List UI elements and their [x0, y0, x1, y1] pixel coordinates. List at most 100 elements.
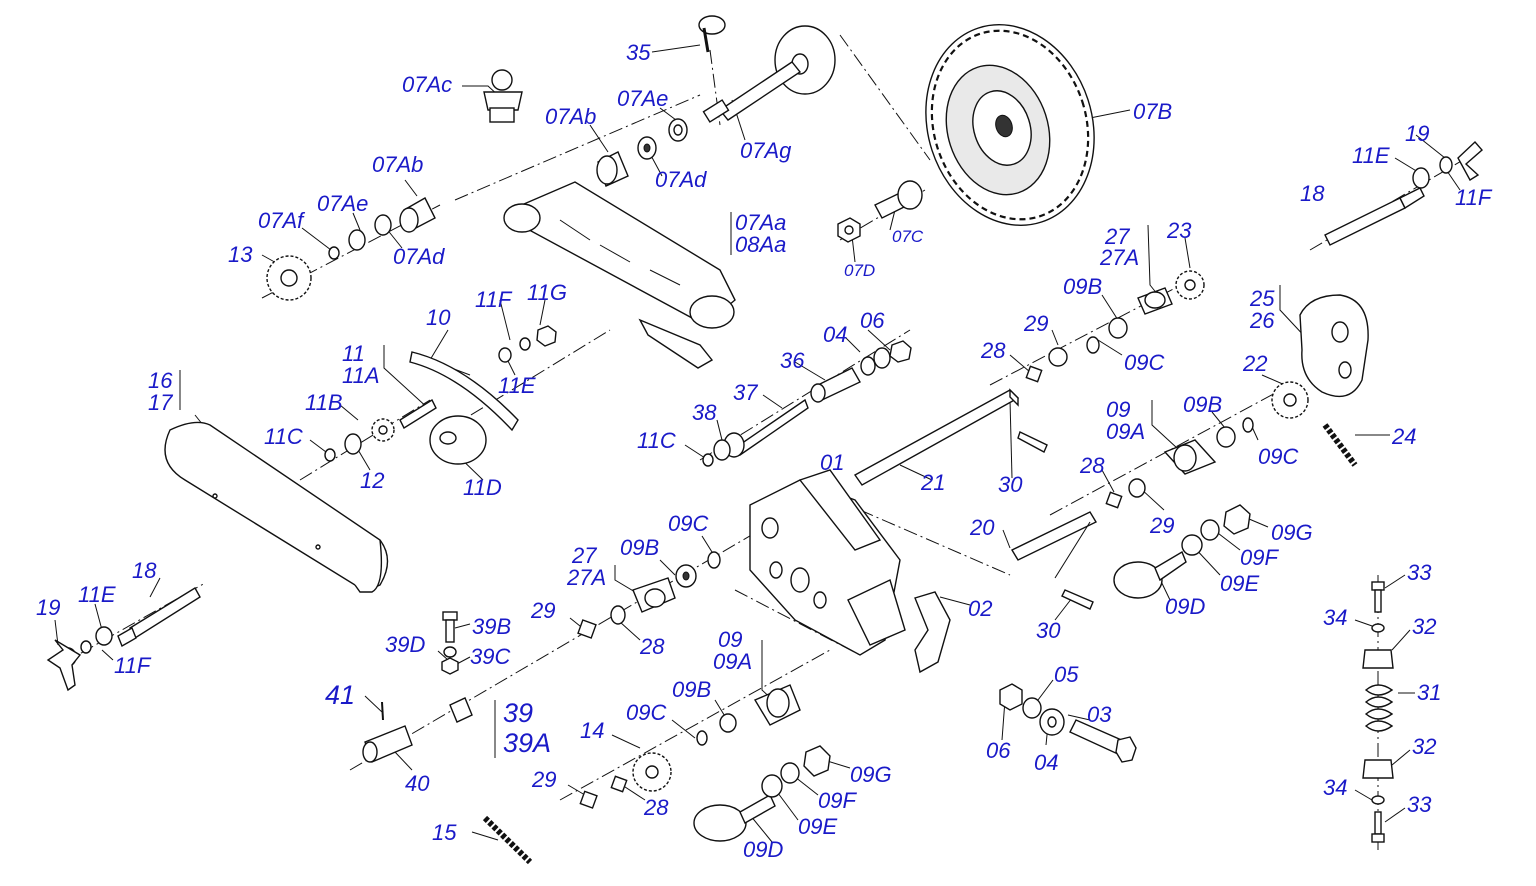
washers-04-06-top	[860, 340, 912, 376]
label-09-bottom: 09	[718, 627, 742, 652]
label-38: 38	[692, 400, 717, 425]
label-29-bottom: 29	[531, 767, 556, 792]
label-03: 03	[1087, 702, 1112, 727]
label-20: 20	[969, 515, 995, 540]
chain-24	[1322, 423, 1358, 467]
bolt-09D-right	[1113, 550, 1187, 599]
label-15: 15	[432, 820, 457, 845]
pin-41	[381, 701, 384, 721]
washers-39C-39D	[441, 646, 459, 675]
label-11F-left: 11F	[475, 287, 513, 312]
part-11D	[429, 415, 487, 465]
label-17: 17	[148, 390, 173, 415]
label-14: 14	[580, 718, 604, 743]
label-28-left: 28	[639, 634, 665, 659]
label-09B-mid: 09B	[620, 535, 659, 560]
label-11E-left: 11E	[498, 373, 536, 398]
label-09B-bottom: 09B	[672, 677, 711, 702]
label-04-bottom: 04	[1034, 750, 1058, 775]
shaft-18-right	[1324, 187, 1425, 246]
swing-arm-07Aa	[503, 181, 736, 369]
sprocket-14	[632, 752, 672, 792]
washers-09B-09C-bottom	[696, 713, 737, 746]
label-36: 36	[780, 348, 805, 373]
label-07Af: 07Af	[258, 208, 306, 233]
tube-36	[810, 367, 861, 403]
chain-guard-16	[164, 421, 389, 593]
label-27A-right: 27A	[1099, 245, 1139, 270]
washers-09E-09G-bottom	[761, 745, 831, 798]
label-34-top: 34	[1323, 605, 1347, 630]
label-07D: 07D	[844, 261, 875, 280]
axle-07Ag	[702, 25, 836, 123]
label-09C-mid: 09C	[668, 511, 708, 536]
label-27-right: 27	[1104, 224, 1130, 249]
frame-01	[749, 469, 906, 656]
label-28-mid: 28	[1079, 453, 1105, 478]
label-07Ae-left: 07Ae	[317, 191, 368, 216]
plate-10	[409, 351, 519, 432]
label-21: 21	[920, 470, 945, 495]
label-37: 37	[733, 380, 758, 405]
label-26: 26	[1249, 308, 1275, 333]
label-13: 13	[228, 242, 253, 267]
bushing-07Ab-top	[596, 151, 629, 187]
bearing-09-right	[1163, 439, 1217, 475]
label-41: 41	[325, 680, 355, 710]
wheel-07B	[925, 24, 1095, 226]
label-27-left: 27	[571, 543, 597, 568]
label-33-bottom: 33	[1407, 792, 1432, 817]
label-09G-right: 09G	[1271, 520, 1313, 545]
bearing-27-right	[1137, 287, 1173, 315]
bar-21	[853, 388, 1020, 486]
label-09C-right2: 09C	[1258, 444, 1298, 469]
label-09A-right: 09A	[1106, 419, 1145, 444]
label-40: 40	[405, 771, 430, 796]
label-11: 11	[342, 341, 365, 366]
label-39A: 39A	[503, 728, 551, 758]
label-39: 39	[503, 698, 533, 728]
label-04-top: 04	[823, 322, 847, 347]
label-09F-right: 09F	[1240, 545, 1279, 570]
bolt-09D-bottom	[693, 794, 776, 842]
label-24: 24	[1391, 424, 1416, 449]
label-28-right: 28	[980, 338, 1006, 363]
part-labels: 35 07Ac 07Ab 07Ae 07Ad 07Ag 07B 07C 07D …	[36, 40, 1493, 862]
label-05: 05	[1054, 662, 1079, 687]
label-19-right: 19	[1405, 121, 1429, 146]
label-28-bottom: 28	[643, 795, 669, 820]
washers-11E-11F-11G-left	[498, 325, 557, 363]
pin-35	[698, 15, 726, 53]
label-11C-mid: 11C	[637, 428, 676, 453]
label-29-left: 29	[530, 598, 555, 623]
label-32-top: 32	[1412, 614, 1436, 639]
tube-40	[362, 725, 413, 763]
chain-15	[482, 815, 533, 865]
shaft-37	[723, 398, 809, 458]
label-10: 10	[426, 305, 451, 330]
label-12: 12	[360, 468, 384, 493]
label-22: 22	[1242, 351, 1267, 376]
label-25: 25	[1249, 286, 1275, 311]
label-07Ab-left: 07Ab	[372, 152, 423, 177]
label-01: 01	[820, 450, 844, 475]
washers-09E-09G-right	[1181, 504, 1251, 556]
bar-20	[1011, 511, 1097, 579]
sprocket-13	[266, 255, 312, 301]
shaft-18-left	[117, 587, 201, 648]
label-11A: 11A	[342, 363, 380, 388]
sprocket-23	[1175, 270, 1205, 300]
bearing-07Ad-top	[637, 136, 657, 160]
sprocket-11B	[371, 418, 395, 442]
label-07Ac: 07Ac	[402, 72, 452, 97]
leader-lines	[54, 44, 1461, 843]
label-19-left: 19	[36, 595, 60, 620]
label-18-right: 18	[1300, 181, 1325, 206]
bearing-09-bottom	[753, 684, 801, 726]
label-07Aa: 07Aa	[735, 210, 786, 235]
label-09C-right: 09C	[1124, 350, 1164, 375]
label-11D: 11D	[463, 475, 502, 500]
label-11B: 11B	[305, 390, 343, 415]
pin-30-top	[1017, 431, 1048, 453]
